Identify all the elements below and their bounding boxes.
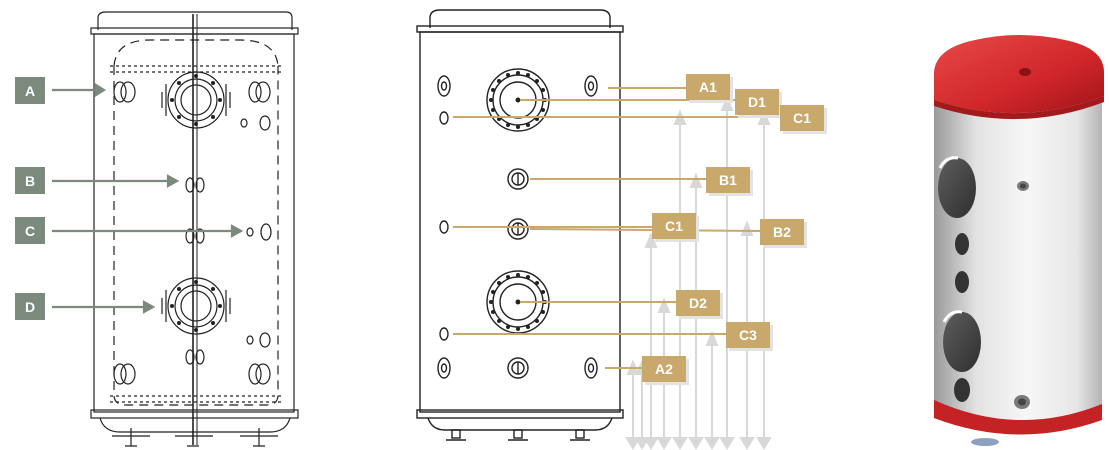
label-a: A [15, 77, 45, 104]
label-a2: A2 [642, 356, 686, 382]
label-b1: B1 [706, 167, 750, 193]
label-b2: B2 [760, 219, 804, 245]
label-d: D [15, 293, 45, 320]
label-c1-top: C1 [780, 105, 824, 131]
label-d2: D2 [676, 290, 720, 316]
label-b: B [15, 167, 45, 194]
label-d1: D1 [735, 89, 779, 115]
label-c1-mid: C1 [652, 213, 696, 239]
label-c3: C3 [726, 322, 770, 348]
label-c: C [15, 217, 45, 244]
label-a1: A1 [686, 74, 730, 100]
